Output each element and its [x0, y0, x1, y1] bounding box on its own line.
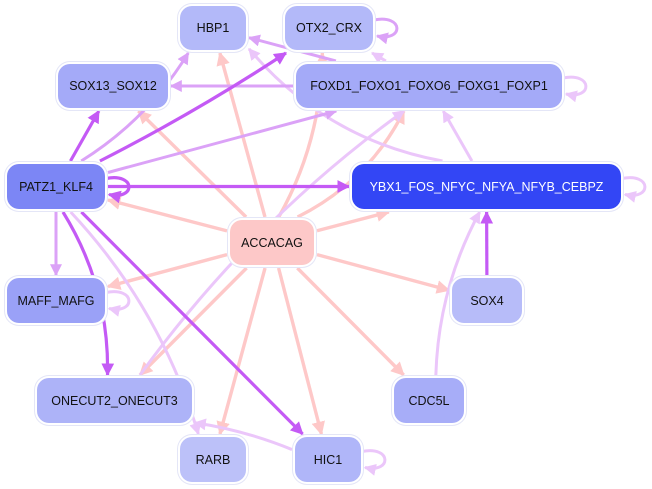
edge-patz1-klf4-to-foxd1 [107, 108, 338, 174]
node-label: SOX13_SOX12 [69, 79, 157, 93]
edge-patz1-klf4-to-sox13-sox12 [69, 109, 101, 162]
node-sox13-sox12[interactable]: SOX13_SOX12 [58, 64, 168, 108]
edge-accacag-to-maff-mafg [106, 252, 228, 290]
node-label: HIC1 [313, 452, 343, 467]
node-foxd1-foxo1-foxo6-foxg1-foxp1[interactable]: FOXD1_FOXO1_FOXO6_FOXG1_FOXP1 [296, 64, 562, 108]
edge-cdc5l-to-ybx1 [434, 210, 481, 376]
node-label: SOX4 [470, 293, 504, 308]
edge-ybx1-to-hbp1 [247, 47, 443, 163]
node-label: YBX1_FOS_NFYC_NFYA_NFYB_CEBPZ [369, 179, 604, 194]
edge-accacag-to-ybx1 [316, 208, 391, 233]
node-label: MAFF_MAFG [17, 293, 95, 308]
node-patz1-klf4[interactable]: PATZ1_KLF4 [7, 164, 105, 209]
node-maff-mafg[interactable]: MAFF_MAFG [7, 278, 105, 323]
node-label: HBP1 [196, 21, 230, 35]
node-accacag[interactable]: ACCACAG [230, 220, 314, 265]
node-label: CDC5L [408, 393, 450, 408]
node-hbp1[interactable]: HBP1 [180, 6, 246, 50]
edge-hic1-to-hic1 [361, 449, 387, 476]
node-cdc5l[interactable]: CDC5L [394, 378, 464, 423]
node-sox4[interactable]: SOX4 [452, 278, 522, 323]
edge-ybx1-to-foxd1 [442, 109, 474, 162]
edge-ybx1-to-ybx1 [621, 176, 647, 203]
node-label: ONECUT2_ONECUT3 [51, 393, 178, 408]
edge-accacag-to-rarb [216, 267, 267, 436]
edge-foxd1-to-foxd1 [562, 75, 588, 103]
edge-otx2-crx-to-otx2-crx [373, 17, 399, 45]
edge-patz1-klf4-to-hbp1 [80, 51, 190, 163]
node-ybx1-fos-nfyc-nfya-nfyb-cebpz[interactable]: YBX1_FOS_NFYC_NFYA_NFYB_CEBPZ [352, 164, 621, 209]
edge-patz1-klf4-to-hic1 [80, 210, 304, 436]
edge-maff-mafg-to-maff-mafg [105, 290, 131, 317]
node-hic1[interactable]: HIC1 [295, 437, 361, 482]
edge-accacag-to-sox4 [316, 252, 451, 294]
node-label: FOXD1_FOXO1_FOXO6_FOXG1_FOXP1 [310, 79, 548, 93]
edge-patz1-klf4-to-otx2-crx [99, 51, 288, 163]
edge-hic1-to-onecut2-onecut3 [193, 418, 293, 451]
edge-accacag-to-patz1-klf4 [106, 196, 228, 233]
edge-accacag-to-sox13-sox12 [137, 109, 248, 219]
edge-foxd1-to-otx2-crx [371, 51, 387, 64]
node-onecut2-onecut3[interactable]: ONECUT2_ONECUT3 [37, 378, 192, 423]
node-rarb[interactable]: RARB [180, 437, 246, 482]
node-label: ACCACAG [241, 235, 303, 250]
node-label: OTX2_CRX [296, 21, 362, 35]
node-label: RARB [195, 452, 231, 467]
edge-accacag-to-onecut2-onecut3 [138, 266, 248, 377]
node-otx2-crx[interactable]: OTX2_CRX [285, 6, 373, 50]
edge-accacag-to-hic1 [276, 267, 325, 436]
node-label: PATZ1_KLF4 [19, 179, 93, 194]
edge-accacag-to-cdc5l [296, 266, 405, 377]
